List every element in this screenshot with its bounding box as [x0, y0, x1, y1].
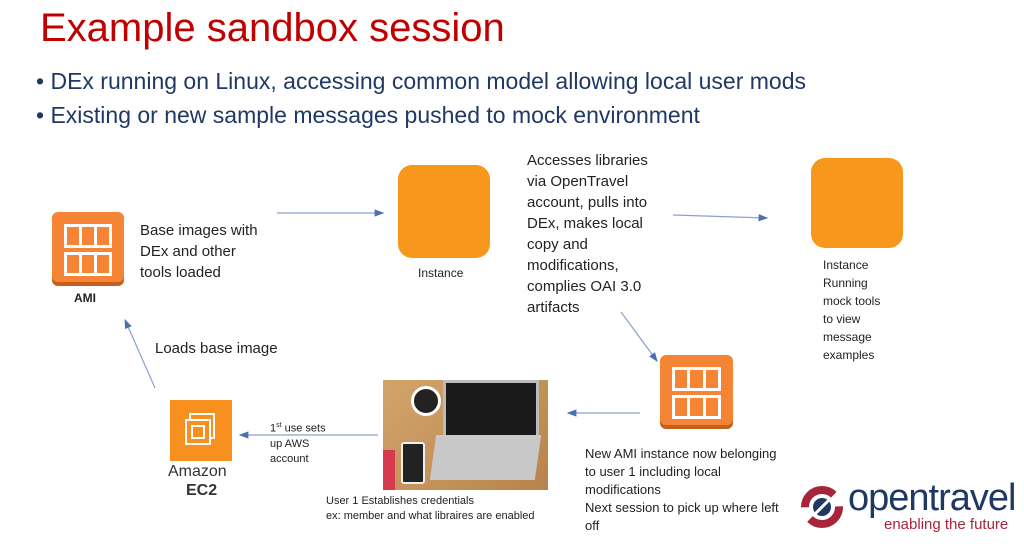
bullet-2: • Existing or new sample messages pushed…: [36, 102, 700, 128]
laptop-screen: [443, 380, 539, 438]
slide-title: Example sandbox session: [40, 6, 505, 50]
instance-icon: [398, 165, 490, 258]
bullet-text: DEx running on Linux, accessing common m…: [50, 68, 806, 94]
laptop-keyboard: [429, 435, 542, 480]
bullet-text: Existing or new sample messages pushed t…: [50, 102, 700, 128]
logo-mark-icon: [801, 486, 843, 528]
opentravel-logo: opentravel enabling the future: [800, 477, 1016, 533]
arrow-ec2-to-ami: [124, 318, 156, 389]
ami-icon: [52, 212, 124, 282]
ec2-icon: [170, 400, 232, 461]
ec2-label-bold: EC2: [186, 482, 218, 499]
notebook: [383, 450, 395, 490]
bullet-1: • DEx running on Linux, accessing common…: [36, 68, 806, 94]
logo-tagline: enabling the future: [884, 516, 1009, 533]
logo-wordmark: opentravel: [848, 477, 1016, 519]
user-workspace-photo: [383, 380, 548, 490]
coffee-cup: [411, 386, 441, 416]
phone: [401, 442, 425, 484]
new-ami-icon: [660, 355, 733, 425]
ami-label: AMI: [74, 291, 96, 305]
arrow-to-new-ami: [620, 311, 658, 362]
instance-label: Instance: [418, 266, 464, 280]
loads-base-image-label: Loads base image: [155, 340, 278, 357]
ec2-label: Amazon: [168, 463, 227, 480]
arrow-instance-to-instance2: [672, 214, 769, 222]
instance2-icon: [811, 158, 903, 248]
